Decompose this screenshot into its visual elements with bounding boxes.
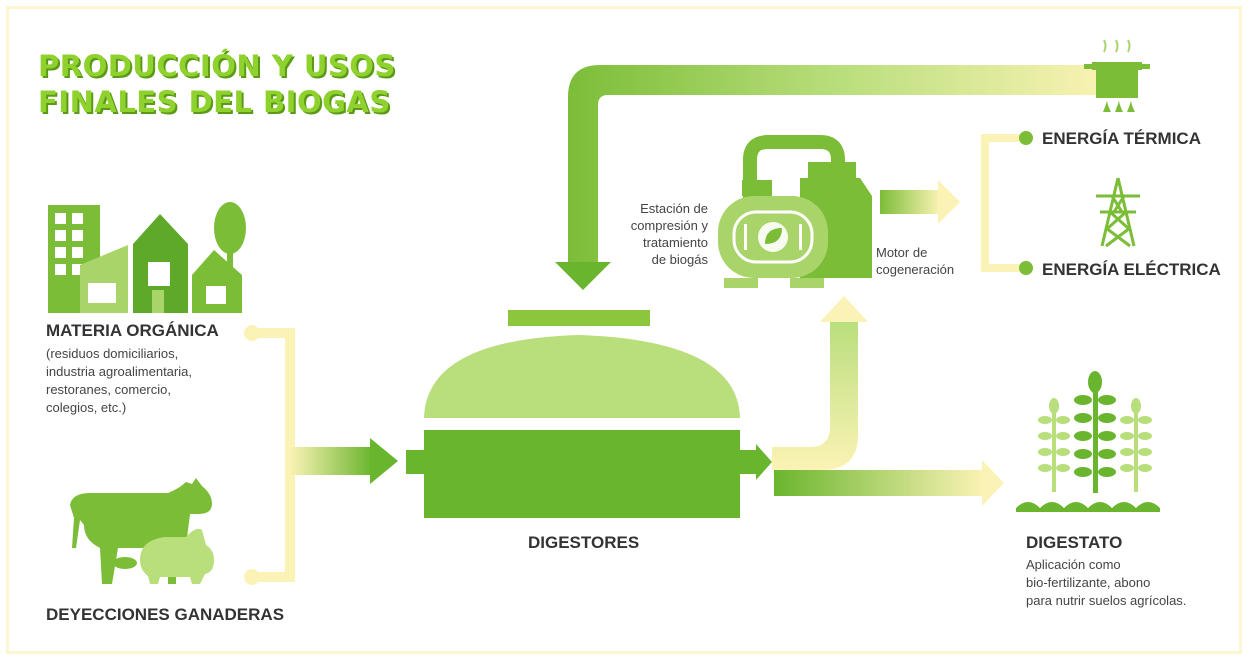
organic-detail-line: restoranes, comercio, [46, 382, 171, 398]
pig-icon [140, 528, 214, 584]
thermal-energy-label: ENERGÍA TÉRMICA [1042, 129, 1201, 148]
digester-icon [406, 310, 772, 518]
station-label-line: de biogás [651, 252, 708, 267]
motor-label-line: cogeneración [876, 262, 955, 277]
digester-label: DIGESTORES [528, 533, 640, 552]
input-bracket [244, 325, 295, 585]
input-arrow [290, 438, 398, 484]
digestate-block: DIGESTATO Aplicación como bio-fertilizan… [1026, 532, 1186, 610]
motor-output-arrow [880, 180, 960, 224]
organic-detail-line: (residuos domiciliarios, [46, 346, 179, 362]
plants-icon [1016, 371, 1160, 512]
station-label: Estación de compresión y tratamiento de … [600, 200, 708, 268]
arrow-to-digestate [774, 460, 1004, 506]
motor-label-line: Motor de [876, 245, 928, 260]
organic-matter-heading: MATERIA ORGÁNICA [46, 321, 219, 340]
organic-detail-line: colegios, etc.) [46, 400, 127, 416]
arrow-to-motor [772, 296, 868, 470]
cow-icon [70, 478, 212, 584]
page-title: PRODUCCIÓN Y USOS FINALES DEL BIOGAS [38, 48, 458, 120]
station-label-line: Estación de [640, 201, 708, 216]
organic-matter-detail: (residuos domiciliarios, industria agroa… [46, 345, 219, 417]
power-tower-icon [1096, 177, 1140, 248]
organic-matter-block: MATERIA ORGÁNICA (residuos domiciliarios… [46, 320, 219, 417]
motor-label: Motor de cogeneración [876, 244, 954, 278]
electric-energy-label: ENERGÍA ELÉCTRICA [1042, 260, 1221, 279]
energy-bracket [981, 131, 1033, 275]
digestate-detail-line: bio-fertilizante, abono [1026, 575, 1151, 591]
title-line-2: FINALES DEL BIOGAS [38, 85, 391, 119]
digestate-detail-line: para nutrir suelos agrícolas. [1026, 593, 1187, 609]
title-line-1: PRODUCCIÓN Y USOS [38, 49, 396, 83]
station-label-line: tratamiento [642, 235, 708, 250]
compression-tank-icon [718, 135, 872, 288]
livestock-heading: DEYECCIONES GANADERAS [46, 605, 285, 624]
page-border [6, 6, 1242, 654]
cooking-pot-icon [1084, 39, 1150, 112]
organic-detail-line: industria agroalimentaria, [46, 364, 192, 380]
digestate-detail: Aplicación como bio-fertilizante, abono … [1026, 556, 1186, 610]
buildings-icon [48, 202, 246, 313]
station-label-line: compresión y [630, 218, 708, 233]
digestate-heading: DIGESTATO [1026, 533, 1123, 552]
digestate-detail-line: Aplicación como [1026, 557, 1121, 573]
top-return-arrow [555, 65, 1110, 290]
